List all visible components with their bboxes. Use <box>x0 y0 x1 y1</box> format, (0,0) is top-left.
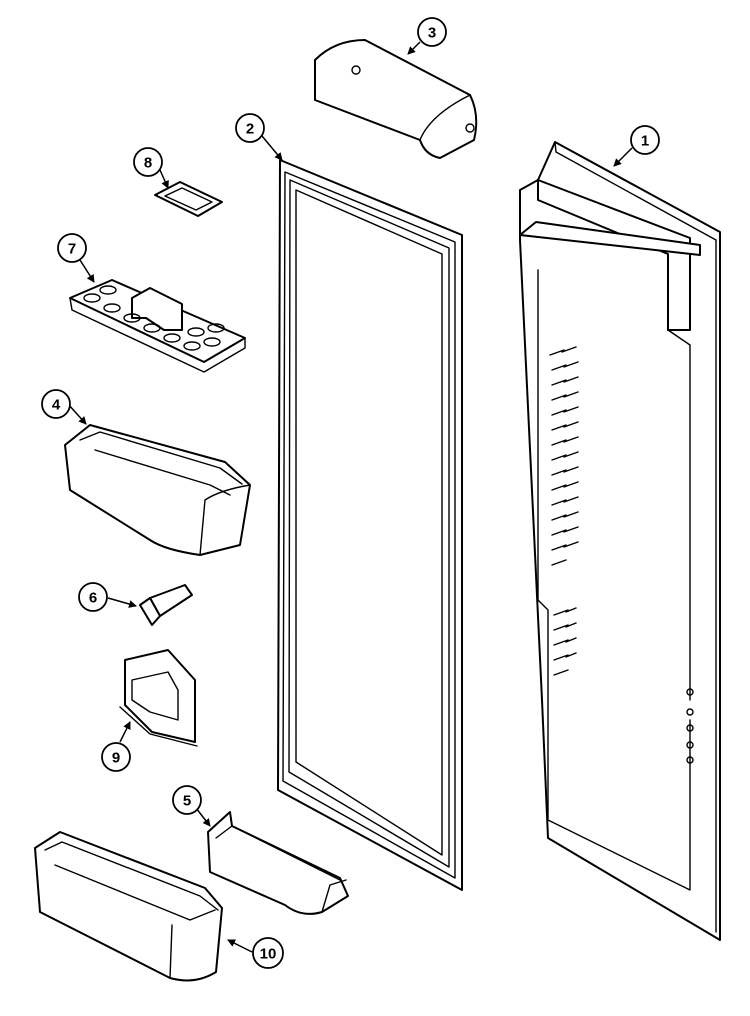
callout-5-label: 5 <box>183 793 191 810</box>
callout-8: 8 <box>133 147 163 177</box>
leader-lines <box>67 41 633 953</box>
callout-3-label: 3 <box>428 25 436 42</box>
callout-9: 9 <box>101 742 131 772</box>
callout-2-label: 2 <box>246 121 254 138</box>
part-door-liner <box>519 141 721 941</box>
part-small-cover <box>154 181 223 217</box>
part-clip <box>139 584 193 626</box>
part-door-gasket <box>277 159 463 891</box>
callout-4-label: 4 <box>52 397 61 414</box>
callout-5: 5 <box>172 785 202 815</box>
part-egg-tray <box>69 279 246 373</box>
part-cover-housing <box>119 649 198 747</box>
callout-2: 2 <box>235 113 265 143</box>
callout-1: 1 <box>630 125 660 155</box>
callout-6-label: 6 <box>89 590 97 607</box>
callout-7: 7 <box>57 233 87 263</box>
callout-10-label: 10 <box>260 946 277 963</box>
shelf-rail-slots <box>549 346 579 676</box>
callout-7-label: 7 <box>68 241 76 258</box>
part-door-bin-large <box>64 424 251 556</box>
callout-4: 4 <box>41 389 71 419</box>
part-door-bin-bottom <box>34 831 223 982</box>
part-dairy-door <box>314 39 478 159</box>
part-door-shelf-small <box>207 811 349 915</box>
callout-6: 6 <box>78 582 108 612</box>
callout-1-label: 1 <box>641 133 649 150</box>
callout-10: 10 <box>252 937 284 969</box>
callout-3: 3 <box>417 17 447 47</box>
right-edge-holes <box>686 688 694 764</box>
callout-8-label: 8 <box>144 155 152 172</box>
callout-9-label: 9 <box>112 750 120 767</box>
